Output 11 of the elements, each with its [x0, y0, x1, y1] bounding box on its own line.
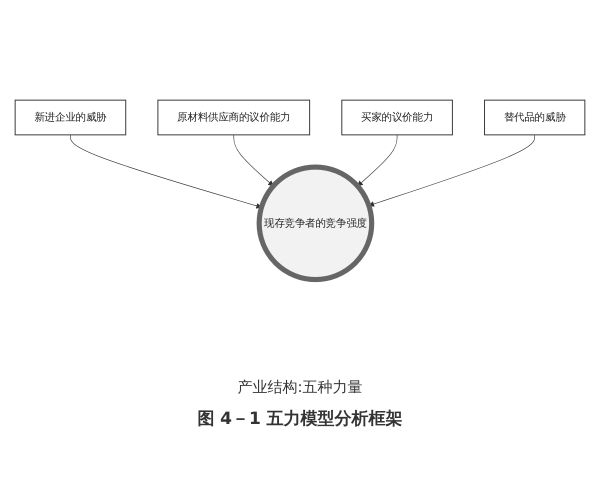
node-box: 原材料供应商的议价能力: [157, 100, 310, 136]
figure-subtitle: 产业结构:五种力量: [237, 378, 363, 397]
arrow: [70, 134, 262, 209]
node-box: 买家的议价能力: [341, 100, 453, 136]
arrow: [233, 134, 274, 186]
node-box: 替代品的威胁: [484, 100, 586, 136]
figure-caption: 图 4－1 五力模型分析框架: [197, 408, 403, 430]
node-box: 新进企业的威胁: [14, 100, 126, 136]
arrow: [368, 134, 536, 207]
node-circle: 现存竞争者的竞争强度: [256, 164, 374, 282]
arrow: [357, 134, 398, 186]
